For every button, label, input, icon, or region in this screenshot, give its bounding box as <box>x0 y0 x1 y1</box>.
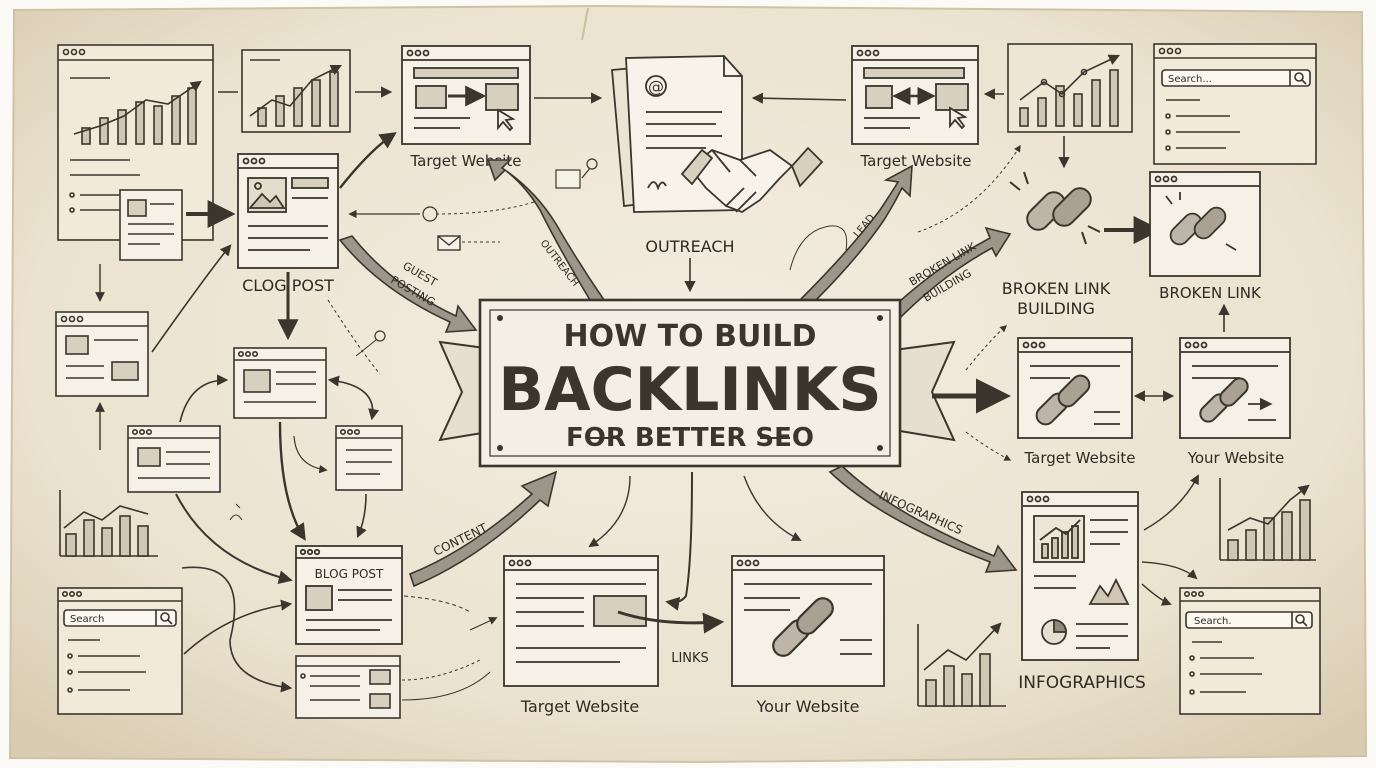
search-page-bottom-left <box>57 587 183 715</box>
window-left-mid <box>55 311 149 397</box>
broken-link-building-arrow <box>878 226 1012 327</box>
window-left-2 <box>127 425 221 493</box>
at-sign-icon <box>645 75 667 97</box>
bar-chart-bottom-left <box>59 490 158 557</box>
broken-link-building-label-1: BROKEN LINK <box>1002 279 1111 298</box>
target-website-window-top-left <box>401 45 531 145</box>
arrow-to-outreach-right <box>751 92 847 104</box>
cursor-icon <box>497 108 516 132</box>
search-placeholder-top-right: Search... <box>1168 74 1212 85</box>
search-icon <box>160 612 170 622</box>
blog-post-window <box>295 545 403 645</box>
broken-link-label: BROKEN LINK <box>1159 284 1262 302</box>
window-center-left-1 <box>233 347 327 419</box>
broken-link-window <box>1149 171 1261 277</box>
bar-chart-right <box>1219 478 1316 561</box>
small-document-left <box>119 189 183 261</box>
banner-title-line1: HOW TO BUILD <box>564 319 817 354</box>
search-icon <box>1294 72 1304 82</box>
outreach-document: @ <box>611 55 824 214</box>
content-arrow <box>409 470 558 588</box>
outreach-label: OUTREACH <box>645 237 734 256</box>
search-input[interactable] <box>63 609 177 627</box>
bar-chart-top-right <box>983 43 1133 169</box>
guest-posting-arrow <box>338 235 478 333</box>
search-page-bottom-right <box>1179 587 1321 715</box>
chain-link-icon <box>1009 171 1101 245</box>
target-website-label-right: Target Website <box>1024 449 1136 467</box>
bar-chart-bottom-mid-right <box>917 622 1006 707</box>
blog-post-label: BLOG POST <box>315 567 384 581</box>
handshake-icon <box>680 146 824 214</box>
paper-crease <box>581 7 589 41</box>
banner-title-line3: FOR BETTER SEO <box>566 423 814 453</box>
chain-link-icon <box>1035 374 1091 426</box>
clog-post-window <box>237 153 339 269</box>
infographics-arrow <box>828 465 1018 573</box>
banner-to-target-right-arrow <box>798 164 913 301</box>
small-list-window <box>295 655 401 719</box>
svg-text:@: @ <box>648 77 664 96</box>
search-input[interactable] <box>1161 69 1311 87</box>
chain-link-icon <box>772 597 834 657</box>
decorative-scribble <box>789 225 848 271</box>
target-website-label-bottom: Target Website <box>520 697 639 716</box>
title-banner <box>438 298 956 468</box>
links-arrow <box>617 610 725 634</box>
search-icon <box>1295 614 1305 624</box>
infographics-window <box>1021 491 1139 661</box>
search-input[interactable] <box>1185 611 1313 629</box>
target-website-label-top-right: Target Website <box>860 152 972 170</box>
envelope-icon <box>437 235 461 251</box>
bar-chart-top <box>218 49 393 133</box>
target-website-window-top-right <box>851 45 979 145</box>
window-center-left-2 <box>335 425 403 491</box>
cursor-icon <box>949 106 968 130</box>
broken-link-building-label-2: BUILDING <box>1017 299 1095 318</box>
search-placeholder-bottom-right: Search. <box>1194 616 1232 627</box>
your-website-label-bottom: Your Website <box>755 697 859 716</box>
infographics-label: INFOGRAPHICS <box>1018 673 1146 693</box>
search-placeholder-bottom-left: Search <box>70 614 104 625</box>
outreach-big-arrow <box>486 159 606 301</box>
banner-title-line2: BACKLINKS <box>498 355 881 425</box>
target-website-window-right <box>1017 337 1133 439</box>
your-website-window-right <box>1179 337 1291 439</box>
your-website-label-right: Your Website <box>1187 449 1285 467</box>
search-page-top-right <box>1153 43 1317 165</box>
your-website-window-bottom <box>731 555 885 687</box>
folder-icon <box>555 158 598 189</box>
links-label: LINKS <box>671 651 709 666</box>
arrow-clog-to-target <box>339 132 397 189</box>
target-website-window-bottom <box>503 555 659 687</box>
chain-link-icon <box>1199 377 1249 423</box>
